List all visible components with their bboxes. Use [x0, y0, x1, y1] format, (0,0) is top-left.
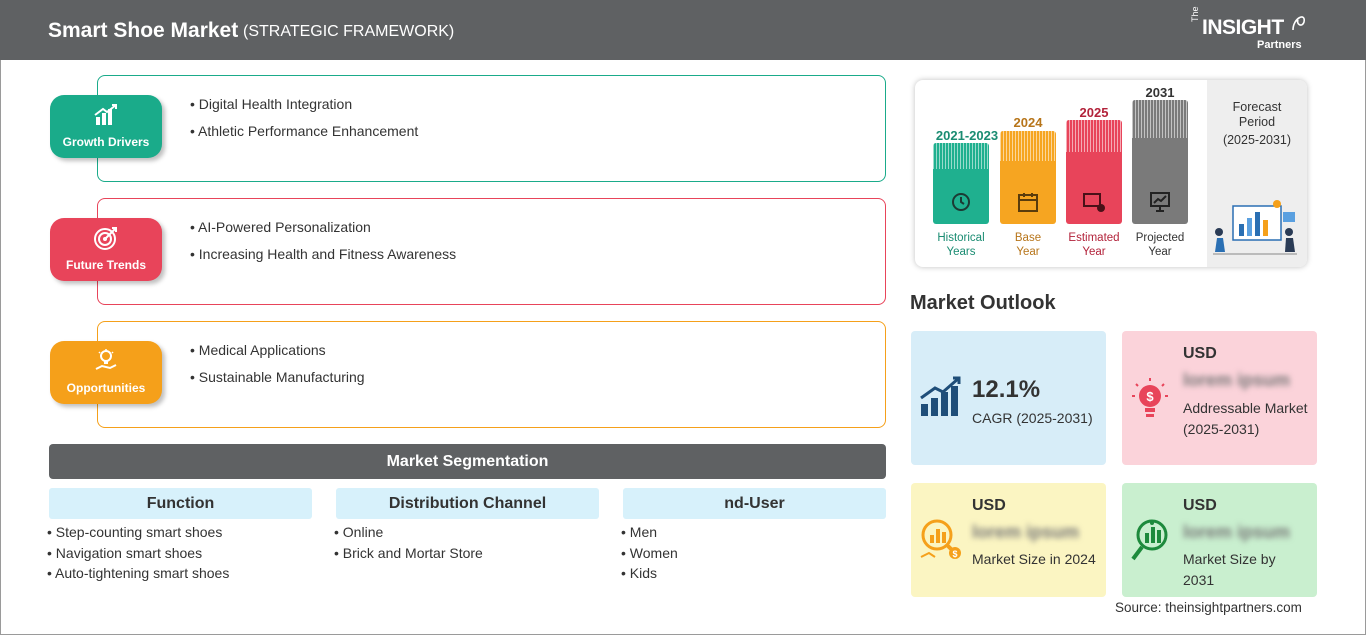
timeline-bar-projected — [1132, 100, 1188, 224]
growth-drivers-box: Digital Health Integration Athletic Perf… — [97, 75, 886, 182]
list-item: Medical Applications — [190, 342, 365, 358]
market-size-2024-card: USD lorem ipsum $ Market Size in 2024 — [911, 483, 1106, 597]
list-item: Men — [621, 524, 678, 545]
logo-the-text: The — [1190, 6, 1200, 22]
growth-drivers-badge: Growth Drivers — [50, 95, 162, 158]
timeline-year: 2021-2023 — [935, 128, 999, 143]
usd-label: USD — [972, 497, 1006, 514]
analyst-dashboard-icon — [1213, 200, 1297, 255]
timeline-bar-estimated — [1066, 120, 1122, 224]
cagr-label: CAGR (2025-2031) — [972, 410, 1093, 426]
logo-main-text: INSIGHT — [1202, 16, 1284, 39]
forecast-period-years: (2025-2031) — [1222, 133, 1292, 147]
opportunities-box: Medical Applications Sustainable Manufac… — [97, 321, 886, 428]
timeline-year: 2031 — [1145, 85, 1175, 100]
list-item: AI-Powered Personalization — [190, 219, 456, 235]
magnifier-bars-icon — [1131, 519, 1168, 561]
timeline-bar-base — [1000, 131, 1056, 224]
projection-board-icon — [1150, 192, 1170, 212]
header-bar: Smart Shoe Market (STRATEGIC FRAMEWORK) … — [0, 0, 1366, 60]
list-item: Kids — [621, 565, 678, 586]
page-subtitle: (STRATEGIC FRAMEWORK) — [243, 23, 455, 40]
list-item: Online — [334, 524, 483, 545]
timeline-year: 2024 — [1013, 115, 1043, 130]
segment-distribution-heading: Distribution Channel — [336, 488, 599, 519]
blurred-value: lorem ipsum — [1183, 370, 1291, 390]
market-outlook-title: Market Outlook — [910, 292, 1056, 314]
magnifier-chart-icon: $ — [920, 519, 961, 559]
timeline-bar-historical — [933, 143, 989, 224]
future-trends-badge: Future Trends — [50, 218, 162, 281]
svg-text:$: $ — [1146, 389, 1154, 404]
target-icon — [94, 227, 117, 250]
list-item: Increasing Health and Fitness Awareness — [190, 246, 456, 262]
list-item: Women — [621, 545, 678, 566]
badge-label: Growth Drivers — [62, 135, 150, 149]
segment-function-heading: Function — [49, 488, 312, 519]
list-item: Navigation smart shoes — [47, 545, 229, 566]
opportunities-list: Medical Applications Sustainable Manufac… — [190, 342, 365, 396]
list-item: Digital Health Integration — [190, 96, 418, 112]
future-trends-box: AI-Powered Personalization Increasing He… — [97, 198, 886, 305]
bar-chart-growth-icon — [94, 104, 117, 125]
timeline-year: 2025 — [1079, 105, 1109, 120]
list-item: Brick and Mortar Store — [334, 545, 483, 566]
blurred-value: lorem ipsum — [972, 522, 1080, 542]
calendar-icon — [1018, 193, 1038, 212]
usd-label: USD — [1183, 345, 1217, 362]
money-bulb-icon: $ — [1132, 378, 1168, 417]
growth-drivers-list: Digital Health Integration Athletic Perf… — [190, 96, 418, 150]
lightbulb-hand-icon — [95, 349, 117, 370]
blurred-value: lorem ipsum — [1183, 522, 1291, 542]
market-size-2031-card: USD lorem ipsum Market Size by 2031 — [1122, 483, 1317, 597]
growth-chart-icon — [920, 376, 961, 416]
segment-function-list: Step-counting smart shoes Navigation sma… — [47, 524, 229, 586]
history-clock-icon — [952, 193, 970, 211]
market-size-2024-label: Market Size in 2024 — [972, 551, 1096, 567]
list-item: Step-counting smart shoes — [47, 524, 229, 545]
market-segmentation-header: Market Segmentation — [49, 444, 886, 479]
page-title: Smart Shoe Market — [48, 19, 239, 42]
future-trends-list: AI-Powered Personalization Increasing He… — [190, 219, 456, 273]
addressable-market-card: USD lorem ipsum $ Addressable Market (20… — [1122, 331, 1317, 465]
logo-swoosh-icon — [1292, 16, 1305, 31]
badge-label: Opportunities — [66, 381, 146, 395]
segment-end-user-list: Men Women Kids — [621, 524, 678, 586]
cagr-value: 12.1% — [972, 376, 1041, 403]
opportunities-badge: Opportunities — [50, 341, 162, 404]
list-item: Athletic Performance Enhancement — [190, 123, 418, 139]
list-item: Auto-tightening smart shoes — [47, 565, 229, 586]
addressable-label: Addressable Market (2025-2031) — [1183, 400, 1308, 437]
source-credit: Source: theinsightpartners.com — [1115, 600, 1302, 615]
svg-text:$: $ — [952, 549, 957, 559]
estimate-chart-icon — [1083, 193, 1105, 212]
segment-distribution-list: Online Brick and Mortar Store — [334, 524, 483, 565]
insight-partners-logo[interactable]: The INSIGHT Partners — [1190, 6, 1310, 54]
list-item: Sustainable Manufacturing — [190, 369, 365, 385]
usd-label: USD — [1183, 497, 1217, 514]
cagr-card: 12.1% CAGR (2025-2031) — [911, 331, 1106, 465]
market-size-2031-label: Market Size by 2031 — [1183, 551, 1276, 588]
segment-end-user-heading: nd-User — [623, 488, 886, 519]
badge-label: Future Trends — [65, 258, 146, 272]
logo-partners-text: Partners — [1257, 39, 1302, 51]
